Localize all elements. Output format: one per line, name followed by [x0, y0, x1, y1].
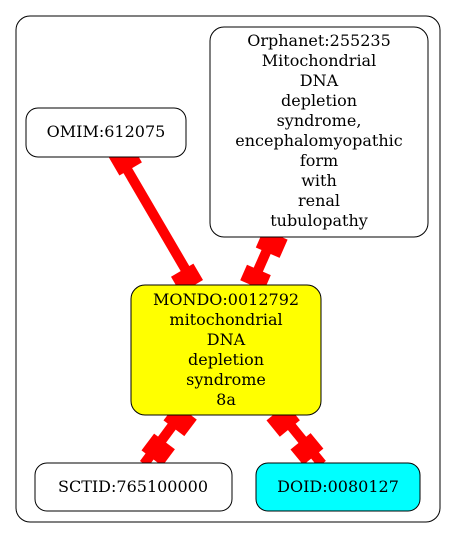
node-orphanet-label-line: Orphanet:255235: [247, 31, 391, 50]
node-mondo-label-line: 8a: [216, 390, 236, 409]
node-orphanet-label-line: renal: [298, 191, 340, 210]
node-doid-label: DOID:0080127: [277, 477, 399, 496]
node-mondo-label-line: depletion: [188, 350, 264, 369]
node-omim[interactable]: OMIM:612075: [25, 107, 187, 158]
node-mondo-label-line: syndrome: [186, 370, 266, 389]
node-orphanet-label-line: Mitochondrial: [262, 51, 376, 70]
cluster-border: [15, 15, 441, 523]
node-sctid[interactable]: SCTID:765100000: [34, 462, 233, 512]
node-mondo-label-line: mitochondrial: [169, 310, 282, 329]
node-orphanet-label-line: with: [301, 171, 337, 190]
node-orphanet-label-line: encephalomyopathic: [235, 131, 403, 150]
node-orphanet-label-line: DNA: [300, 71, 339, 90]
node-sctid-label: SCTID:765100000: [58, 477, 208, 496]
node-orphanet-label-line: syndrome,: [277, 111, 362, 130]
edge-mondo-sctid-head-marker: [141, 433, 175, 467]
node-omim-label: OMIM:612075: [47, 122, 166, 141]
edge-orphanet-mondo-head-marker: [240, 264, 271, 291]
node-orphanet-label-line: form: [300, 151, 338, 170]
edge-orphanet-mondo: [240, 229, 288, 291]
node-mondo-label-line: DNA: [207, 330, 246, 349]
edge-mondo-doid-head-marker: [290, 433, 324, 465]
node-doid[interactable]: DOID:0080127: [255, 462, 421, 512]
node-orphanet-label-line: depletion: [281, 91, 357, 110]
node-mondo-label-line: MONDO:0012792: [153, 290, 299, 309]
edge-omim-mondo: [108, 144, 203, 294]
node-orphanet-label-line: tubulopathy: [270, 211, 368, 230]
